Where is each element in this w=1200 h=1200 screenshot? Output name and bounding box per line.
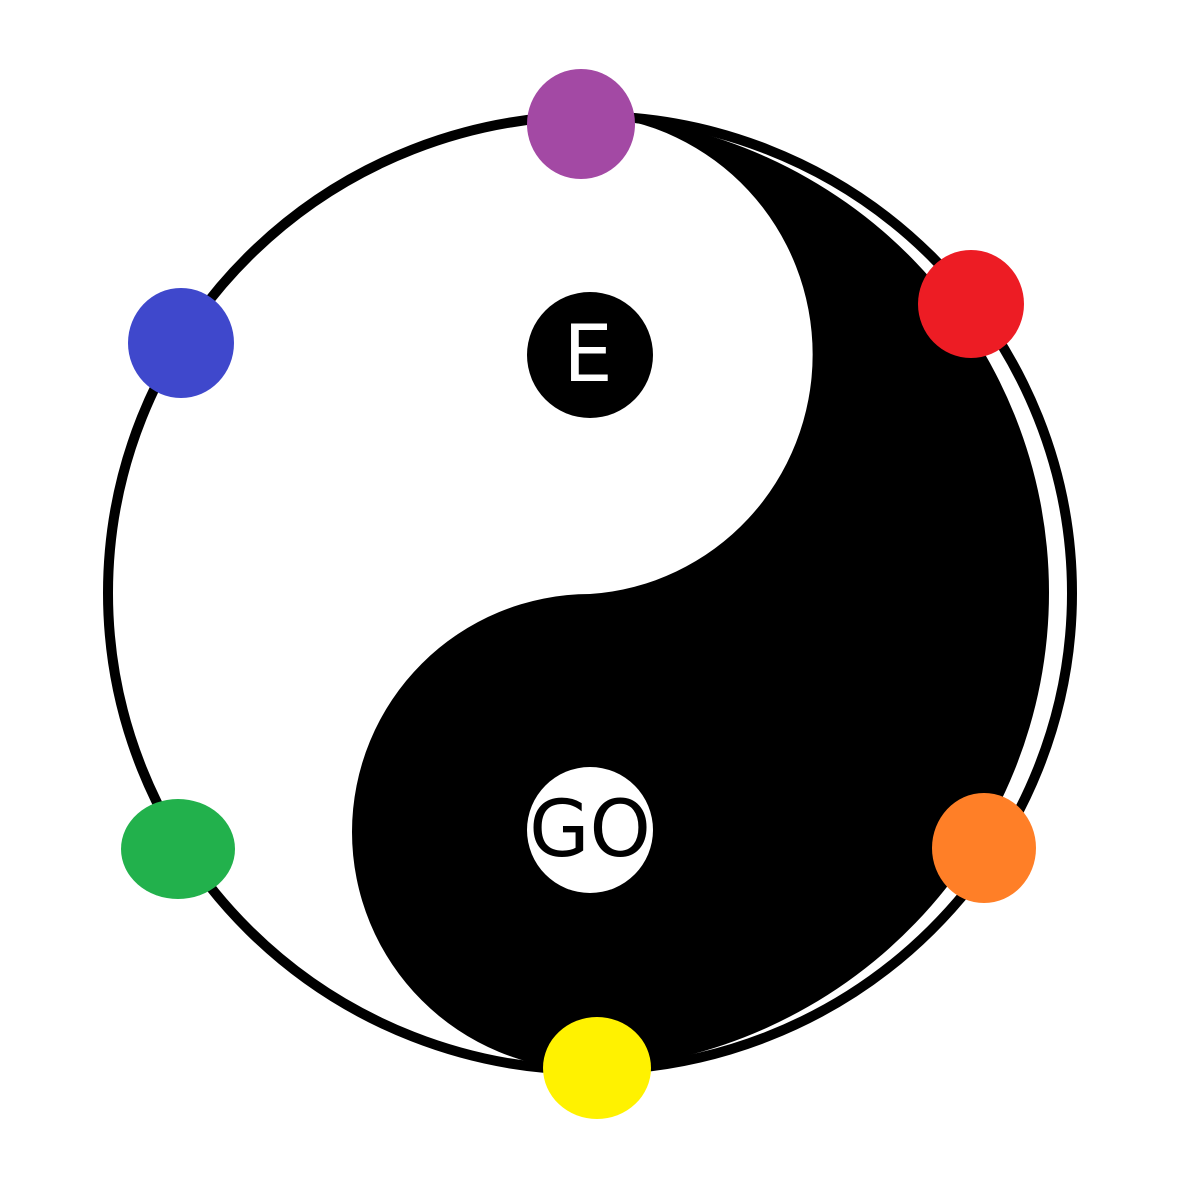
bottom-eye-disc — [527, 767, 653, 893]
red-dot — [918, 250, 1024, 358]
orange-dot — [932, 793, 1036, 903]
top-eye-disc — [527, 292, 653, 418]
yellow-dot — [543, 1017, 651, 1119]
bottom-eye-label: GO — [529, 785, 651, 875]
color-nodes — [121, 69, 1036, 1119]
top-eye-label: E — [563, 310, 612, 400]
purple-dot — [527, 69, 635, 179]
yin-half — [352, 115, 1050, 1070]
green-dot — [121, 799, 235, 899]
blue-dot — [128, 288, 234, 398]
